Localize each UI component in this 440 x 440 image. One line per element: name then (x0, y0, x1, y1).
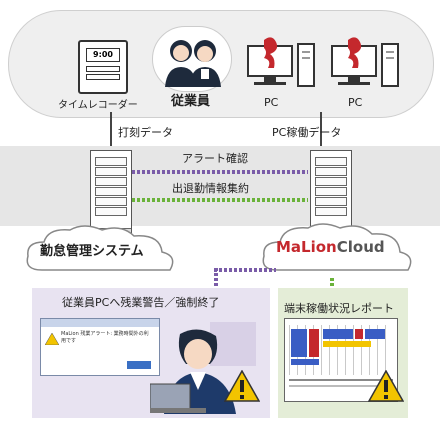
server-band (0, 146, 440, 226)
warning-panel-caption: 従業員PCへ残業警告／強制終了 (62, 296, 220, 309)
employee-circle (152, 26, 232, 92)
pc-icon-2 (331, 37, 399, 87)
pc-label-1: PC (264, 96, 279, 109)
malion-logo-text: MaLionCloud (276, 238, 385, 256)
dialog-text: MaLion 残業アラート: 業務時間外の利用です (61, 331, 149, 344)
time-recorder-icon: 9:00 (78, 40, 128, 94)
warning-triangle-right (368, 370, 404, 402)
punch-data-label: 打刻データ (118, 126, 173, 139)
report-panel-caption: 端末稼働状況レポート (284, 302, 394, 315)
pc-icon-1 (247, 37, 315, 87)
malion-logo-part1: MaLion (276, 238, 337, 256)
alert-check-line (132, 170, 308, 174)
employee-label: 従業員 (171, 94, 211, 109)
pc-usage-data-label: PC稼働データ (272, 126, 342, 139)
connector-left (110, 112, 112, 152)
worker-at-laptop-icon (150, 322, 256, 414)
time-recorder-label: タイムレコーダー (58, 100, 138, 111)
dialog-ok-button[interactable] (127, 361, 151, 369)
report-flow-drop (330, 278, 334, 290)
warning-flow-drop (214, 268, 218, 288)
attendance-system-label: 勤怠管理システム (40, 244, 144, 259)
malion-cloud (262, 223, 412, 271)
dialog-warning-icon (45, 333, 59, 345)
attendance-aggregation-label: 出退勤情報集約 (172, 182, 249, 195)
warning-dialog: MaLion 残業アラート: 業務時間外の利用です (40, 318, 160, 376)
alert-check-label: アラート確認 (182, 152, 248, 165)
employees-icon (165, 40, 221, 87)
pc-label-2: PC (348, 96, 363, 109)
malion-logo-part2: Cloud (336, 238, 385, 256)
warning-triangle-left (224, 370, 260, 402)
attendance-aggregation-line (132, 198, 308, 202)
warning-flow-line (214, 268, 276, 272)
attendance-system-cloud (26, 225, 174, 271)
connector-right (320, 112, 322, 152)
time-recorder-display: 9:00 (86, 48, 120, 62)
